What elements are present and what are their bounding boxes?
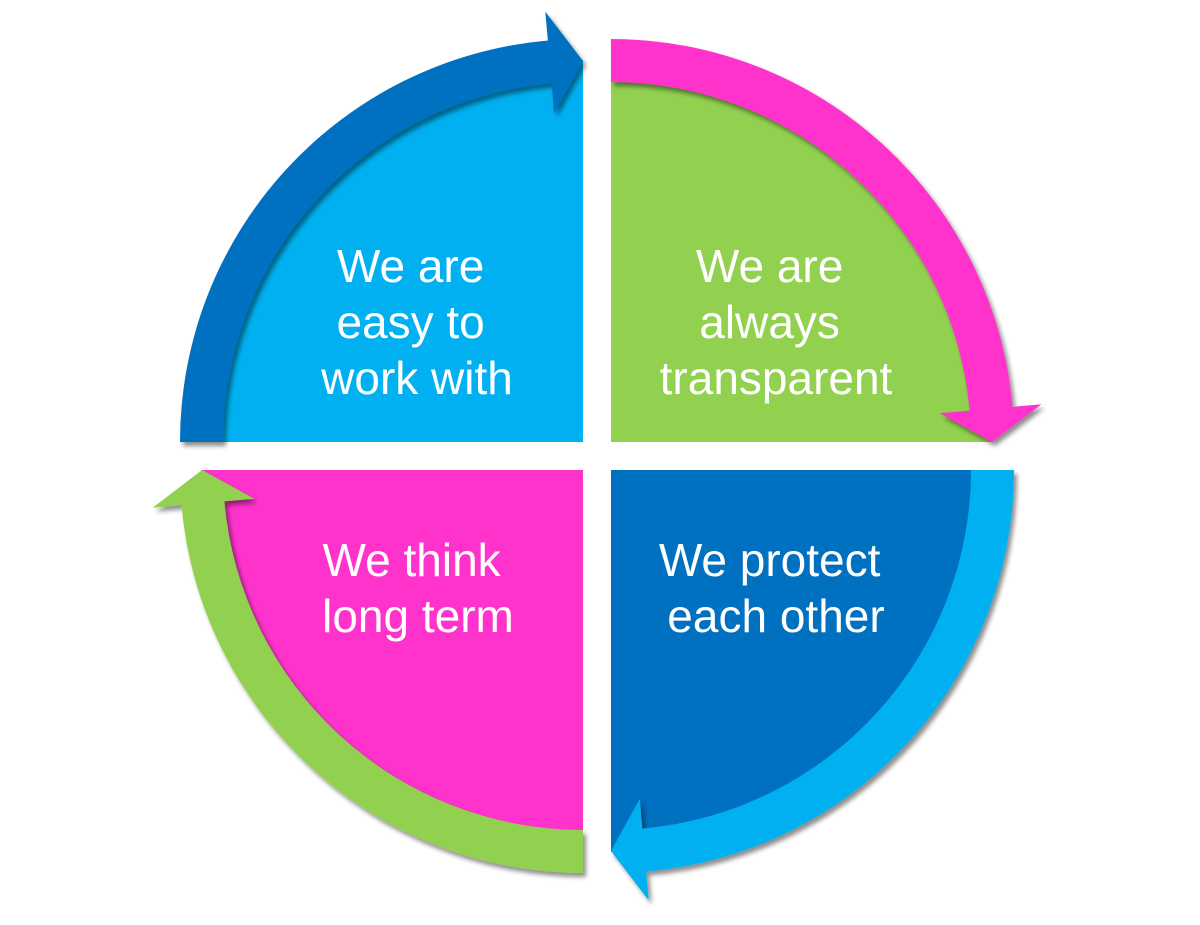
- quadrant-top-left: [201, 60, 583, 442]
- quadrant-top-right: [611, 60, 993, 442]
- label-line: We protect: [659, 534, 881, 586]
- label-line: easy to: [336, 296, 484, 348]
- label-top-right: We are always transparent: [660, 240, 893, 404]
- curved-arrow-icon-top-left: [180, 11, 583, 442]
- label-line: We are: [337, 240, 484, 292]
- label-line: long term: [322, 590, 514, 642]
- label-line: We are: [696, 240, 843, 292]
- quadrant-fill-top-right: [611, 60, 993, 442]
- label-bottom-left: We think long term: [322, 534, 514, 642]
- quadrant-fill-bottom-left: [201, 470, 583, 852]
- curved-arrow-icon-bottom-left: [152, 470, 583, 873]
- label-line: always: [699, 296, 840, 348]
- quadrant-bottom-left: [201, 470, 583, 852]
- curved-arrow-icon-top-right: [611, 39, 1042, 442]
- quadrant-bottom-right: [611, 470, 993, 852]
- label-line: each other: [667, 590, 884, 642]
- curved-arrow-icon-bottom-right: [611, 470, 1014, 901]
- label-line: work with: [320, 352, 513, 404]
- label-line: transparent: [660, 352, 893, 404]
- quadrant-fill-bottom-right: [611, 470, 993, 852]
- label-top-left: We are easy to work with: [320, 240, 513, 404]
- quadrant-fill-top-left: [201, 60, 583, 442]
- label-bottom-right: We protect each other: [659, 534, 893, 642]
- label-line: We think: [323, 534, 502, 586]
